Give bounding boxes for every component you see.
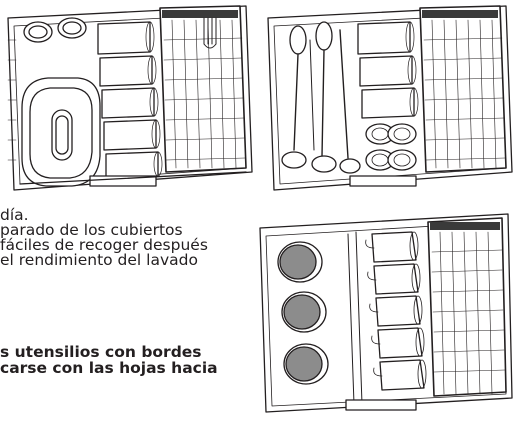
text-line-1: día. [0,206,29,224]
bold-line-2: carse con las hojas hacia [0,359,218,377]
text-line-4: el rendimiento del lavado [0,251,198,269]
illustration-basket-plate [0,0,255,198]
text-line-3: fáciles de recoger después [0,236,208,254]
bold-line-1: s utensilios con bordes [0,343,202,361]
illustration-basket-utensils [262,0,515,198]
illustration-basket-bowls [256,204,515,421]
text-line-2: parado de los cubiertos [0,221,183,239]
